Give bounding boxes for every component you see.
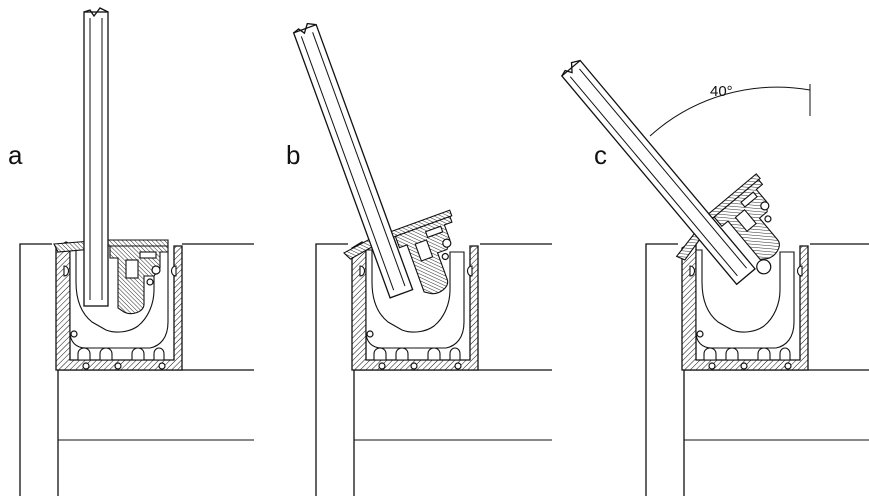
angle-label: 40° [710,83,733,100]
panel-c-label: c [594,140,607,170]
panel-c-angle-indicator: 40° [649,83,811,137]
panel-b: b [286,22,552,496]
panel-b-cover-strip [390,209,453,238]
panel-c-glass-assembly [560,59,803,286]
panel-b-glass-assembly [292,22,474,301]
panel-b-label: b [286,140,300,170]
panel-a-glass [83,7,109,307]
panel-a: a [8,7,254,496]
panel-c-cover-strip [707,173,761,220]
panel-c-glass [560,59,756,286]
panel-b-glass [292,22,414,299]
panel-c: c 40° [560,59,869,496]
panel-a-label: a [8,140,23,170]
